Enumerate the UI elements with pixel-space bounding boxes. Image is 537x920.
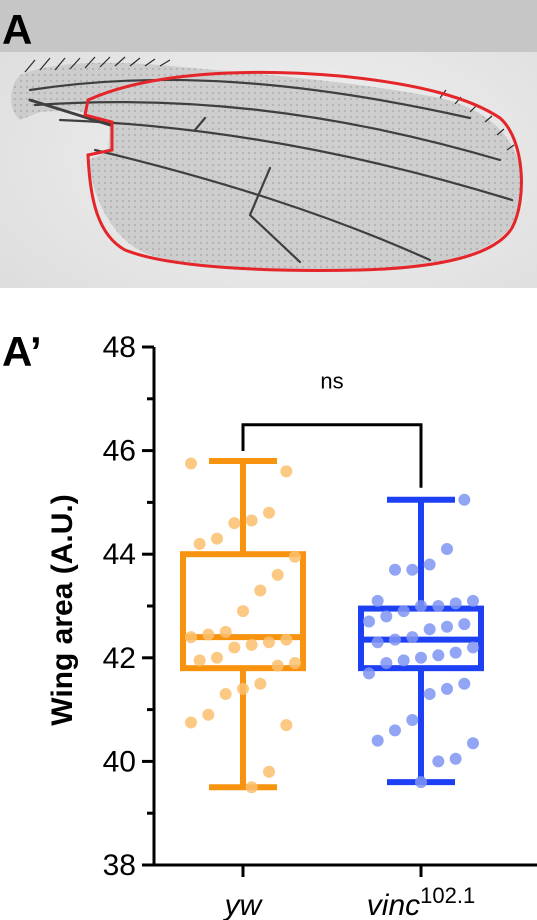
wing-outline — [83, 70, 523, 272]
data-point — [254, 584, 267, 597]
data-point — [280, 719, 293, 732]
data-point — [441, 543, 453, 556]
y-axis-title: Wing area (A.U.) — [46, 494, 79, 725]
box-group-vinc — [358, 493, 484, 789]
data-point — [397, 654, 410, 667]
data-point — [467, 641, 479, 654]
fly-wing — [11, 56, 523, 271]
data-point — [380, 656, 393, 669]
x-category-label: vinc102.1 — [367, 883, 475, 920]
panel-b-label: A’ — [2, 328, 42, 375]
data-point — [211, 532, 223, 545]
data-point — [389, 633, 401, 646]
data-point — [389, 724, 401, 737]
data-point — [458, 677, 471, 690]
data-point — [380, 610, 393, 623]
data-point — [458, 493, 471, 506]
y-tick-label: 38 — [103, 849, 136, 882]
data-point — [202, 628, 215, 641]
data-point — [219, 688, 232, 701]
data-point — [423, 688, 436, 701]
data-point — [237, 682, 249, 695]
data-point — [271, 568, 284, 581]
data-point — [271, 659, 284, 672]
data-point — [219, 625, 232, 638]
comparison-bracket: ns — [241, 369, 423, 488]
y-tick-label: 48 — [103, 331, 136, 364]
data-point — [363, 667, 375, 680]
data-point — [449, 752, 462, 765]
y-tick-label: 46 — [103, 435, 136, 468]
data-point — [432, 649, 445, 662]
data-point — [193, 654, 206, 667]
significance-label: ns — [320, 369, 343, 394]
data-point — [289, 550, 301, 563]
x-axis: yw vinc102.1 — [152, 863, 537, 920]
data-point — [193, 537, 206, 550]
data-point — [458, 618, 471, 631]
data-point — [449, 597, 462, 610]
data-point — [415, 651, 427, 664]
data-point — [263, 636, 275, 649]
data-point — [449, 646, 462, 659]
data-point — [432, 600, 445, 612]
wing-image-panel: A — [0, 0, 537, 288]
iqr-box — [180, 551, 306, 672]
data-point — [441, 682, 453, 695]
wing-area-boxplot: A’ Wing area (A.U.) 38 40 42 44 46 48 yw vinc1… — [2, 328, 537, 920]
data-point — [289, 656, 301, 669]
data-point — [467, 594, 479, 607]
data-point — [202, 708, 215, 721]
data-point — [406, 713, 419, 726]
data-point — [432, 755, 445, 768]
data-point — [245, 638, 258, 651]
data-point — [415, 776, 427, 789]
data-point — [389, 563, 401, 576]
data-point — [441, 620, 453, 633]
data-point — [280, 465, 293, 478]
data-point — [363, 615, 375, 628]
panel-a-label: A — [2, 6, 32, 53]
data-point — [245, 514, 258, 527]
data-point — [263, 765, 275, 778]
data-point — [423, 623, 436, 636]
box-group-yw — [180, 457, 306, 794]
data-point — [371, 734, 384, 747]
data-point — [237, 605, 249, 618]
data-point — [245, 781, 258, 794]
x-category-label: yw — [223, 889, 264, 920]
data-point — [371, 594, 384, 607]
data-point — [406, 631, 419, 644]
data-point — [263, 506, 275, 519]
y-tick-label: 44 — [103, 538, 136, 571]
y-axis: 38 40 42 44 46 48 — [103, 331, 156, 882]
data-point — [254, 677, 267, 690]
data-point — [185, 457, 197, 470]
data-point — [423, 558, 436, 571]
data-point — [211, 651, 223, 664]
data-point — [228, 641, 241, 654]
data-point — [415, 600, 427, 612]
plot-area — [180, 457, 484, 794]
data-point — [228, 517, 241, 530]
y-tick-label: 40 — [103, 745, 136, 778]
y-tick-label: 42 — [103, 642, 136, 675]
data-point — [371, 636, 384, 649]
data-point — [397, 605, 410, 618]
data-point — [406, 563, 419, 576]
significance-bracket — [241, 423, 423, 488]
data-point — [467, 737, 479, 750]
data-point — [185, 716, 197, 729]
data-point — [185, 631, 197, 644]
data-point — [280, 633, 293, 646]
header-strip — [0, 0, 537, 52]
